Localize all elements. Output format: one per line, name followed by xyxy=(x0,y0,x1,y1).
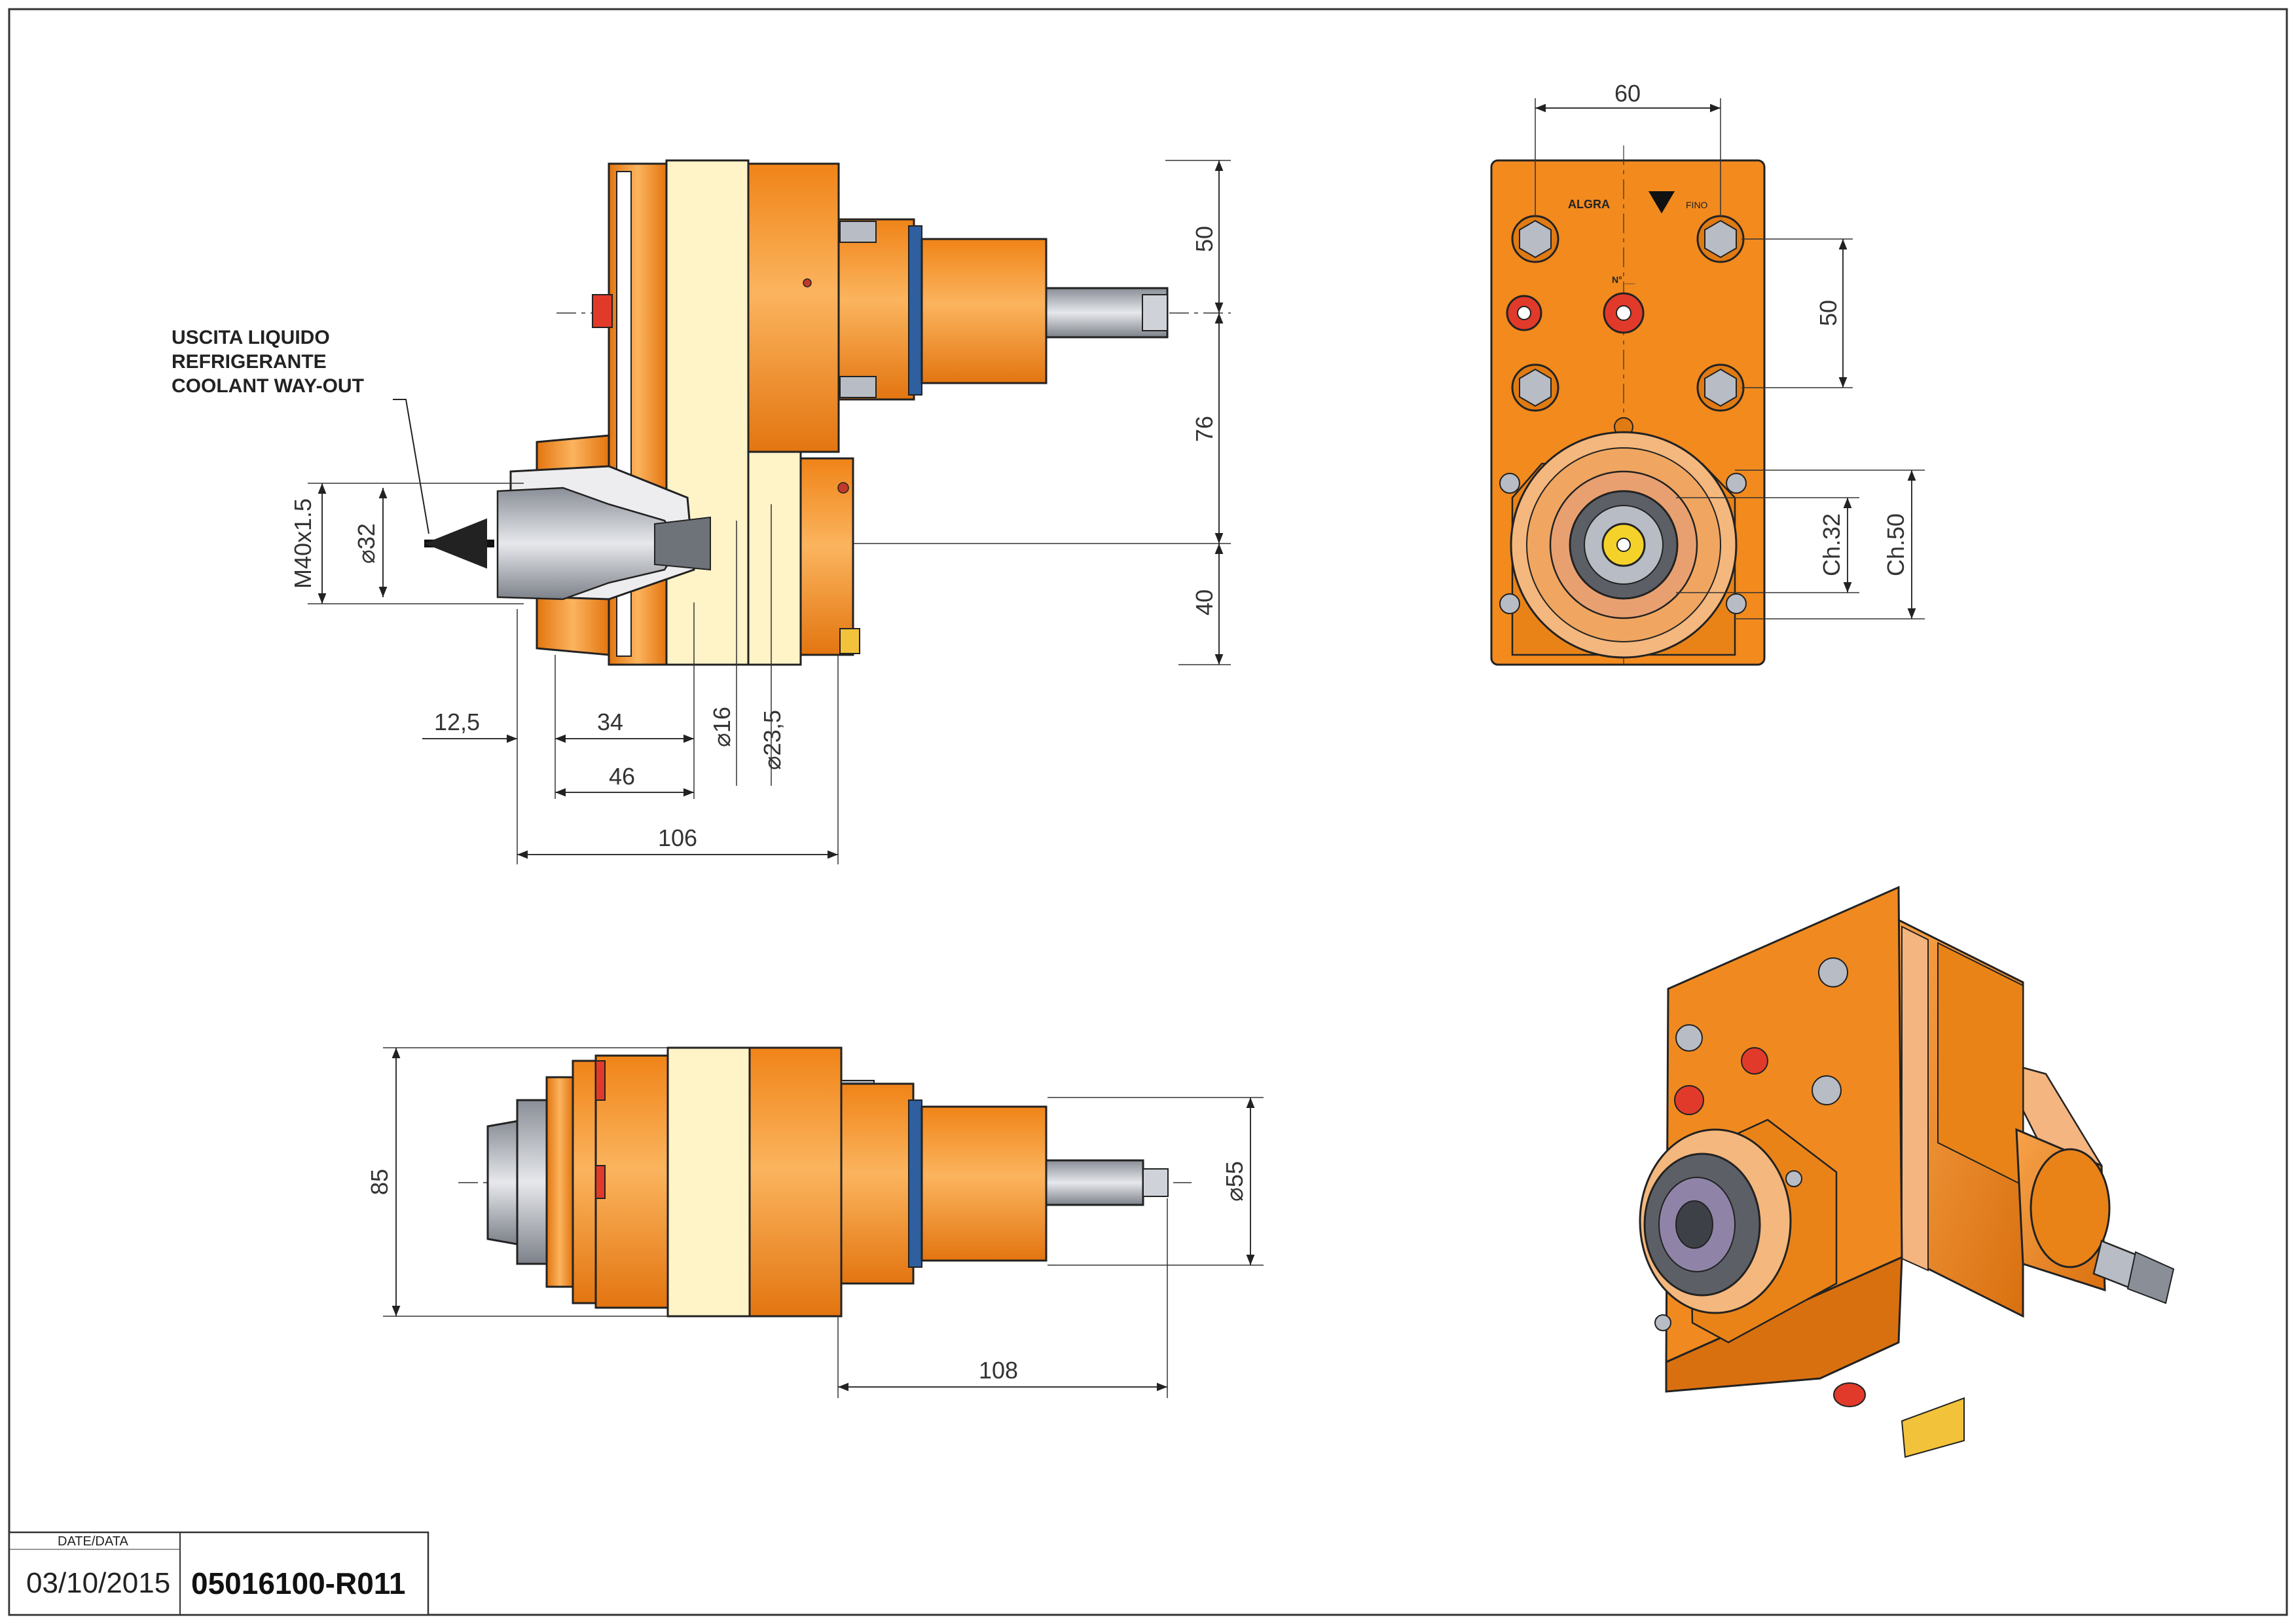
drawing-code: 05016100-R011 xyxy=(191,1566,406,1600)
drive-housing xyxy=(837,218,915,401)
dim-50-front: 50 xyxy=(1815,300,1842,326)
svg-text:N° __: N° __ xyxy=(1612,274,1635,285)
front-view-dimensions: 60 50 Ch.32 Ch.50 xyxy=(1535,80,1925,619)
coolant-plug-center xyxy=(1603,292,1645,334)
drawing-date: 03/10/2015 xyxy=(26,1567,171,1599)
dim-dia-23-5: ⌀23,5 xyxy=(759,710,786,770)
date-label: DATE/DATA xyxy=(58,1534,128,1549)
dim-12-5: 12,5 xyxy=(434,709,480,735)
dim-ch50: Ch.50 xyxy=(1882,513,1909,576)
coolant-note: USCITA LIQUIDO REFRIGERANTE COOLANT WAY-… xyxy=(172,327,429,534)
upper-housing xyxy=(747,162,840,453)
dim-60: 60 xyxy=(1614,80,1641,107)
dim-108: 108 xyxy=(979,1357,1018,1384)
side-view-dimensions: 50 76 40 M40x1.5 ⌀32 12,5 34 46 106 ⌀16 … xyxy=(289,160,1231,864)
dim-106: 106 xyxy=(658,824,697,851)
svg-text:ALGRA: ALGRA xyxy=(1568,198,1610,211)
drawing-border xyxy=(8,8,2288,1616)
screw-bottom-right xyxy=(1696,363,1745,412)
svg-text:FINO: FINO xyxy=(1686,200,1708,210)
screw-bottom-left xyxy=(1511,363,1559,412)
dim-46: 46 xyxy=(609,763,635,790)
side-view xyxy=(424,159,1231,666)
svg-text:USCITA LIQUIDO: USCITA LIQUIDO xyxy=(172,327,330,348)
bottom-collet-nut xyxy=(486,1120,519,1246)
dim-50-side: 50 xyxy=(1191,226,1218,252)
dim-ch32: Ch.32 xyxy=(1818,513,1845,576)
bottom-cream-body xyxy=(666,1046,751,1318)
front-view: ALGRA FINO N° __ xyxy=(1490,145,1766,666)
isometric-view xyxy=(1639,885,2175,1458)
bottom-view-dimensions: 85 ⌀55 108 xyxy=(366,1047,1264,1398)
dim-76: 76 xyxy=(1191,416,1218,442)
screw-top-right xyxy=(1696,215,1745,263)
dim-dia-55: ⌀55 xyxy=(1221,1161,1248,1202)
coolant-plug-left xyxy=(1506,295,1542,331)
screw-top-left xyxy=(1511,215,1559,263)
dim-40: 40 xyxy=(1191,589,1218,616)
svg-text:COOLANT WAY-OUT: COOLANT WAY-OUT xyxy=(172,375,364,397)
dim-thread: M40x1.5 xyxy=(289,498,316,589)
svg-text:REFRIGERANTE: REFRIGERANTE xyxy=(172,351,327,373)
dim-85: 85 xyxy=(366,1169,393,1195)
dim-dia-16: ⌀16 xyxy=(708,707,735,747)
bottom-view xyxy=(458,1046,1192,1318)
dim-dia-32: ⌀32 xyxy=(353,523,380,564)
title-block xyxy=(8,1531,429,1616)
bottom-drive-shaft xyxy=(1045,1159,1144,1206)
dim-34: 34 xyxy=(597,709,623,735)
bottom-upper-housing xyxy=(748,1046,843,1318)
